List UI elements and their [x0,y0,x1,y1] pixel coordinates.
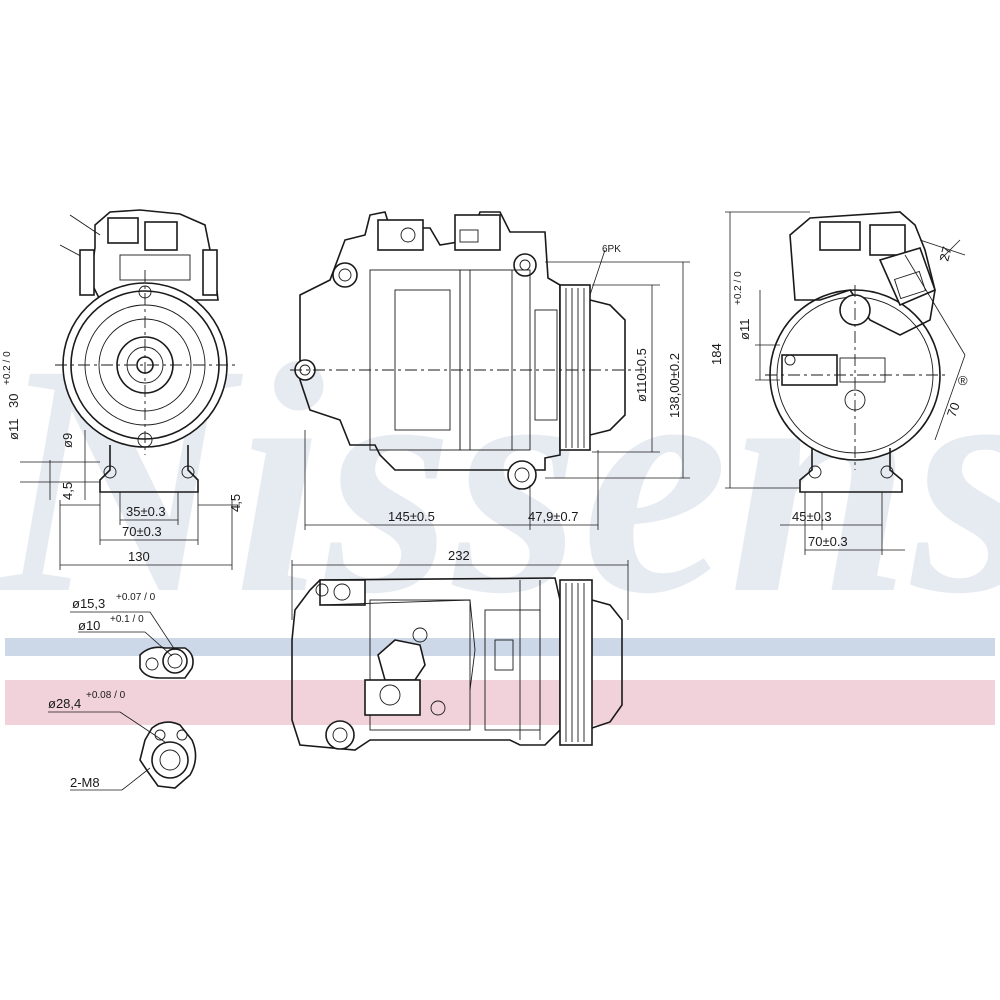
rear-outer-span: 70±0.3 [808,534,848,549]
watermark-red-band [5,680,995,725]
side-view-labels: 6PK ø110±0.5 138,00±0.2 145±0.5 47,9±0.7 [388,244,682,524]
front-view-labels: ø11 +0.2 / 0 30 ø9 4,5 4,5 35±0.3 70±0.3… [2,351,243,564]
rear-angle-b: 70 [944,400,963,419]
port-small-outer-tol: +0.07 / 0 [116,592,156,603]
port-small-outer: ø15,3 [72,596,105,611]
front-overall-width: 130 [128,549,150,564]
port-large-thread: 2-M8 [70,775,100,790]
rear-angle-a: 27 [936,245,954,263]
rear-height: 184 [709,343,724,365]
top-view [291,560,629,751]
rear-inner-span: 45±0.3 [792,509,832,524]
front-shaft-dia: ø11 [6,419,21,440]
side-body-length: 145±0.5 [388,509,435,524]
rear-view-labels: 184 ø11 +0.2 / 0 27 70 45±0.3 70±0.3 [709,245,963,549]
watermark-blue-band [5,638,995,656]
top-view-labels: 232 [448,548,470,563]
front-inner-span: 35±0.3 [126,504,166,519]
rear-hole-dia: ø11 [737,319,752,340]
registered-mark: ® [958,373,968,388]
rear-hole-tol: +0.2 / 0 [733,271,744,305]
port-large-outer: ø28,4 [48,696,81,711]
side-pulley-dia: ø110±0.5 [634,348,649,402]
top-overall-length: 232 [448,548,470,563]
front-left-offset: 4,5 [60,482,75,500]
port-small-inner: ø10 [78,618,100,633]
port-small-inner-tol: +0.1 / 0 [110,614,144,625]
front-right-offset: 4,5 [228,494,243,512]
side-height: 138,00±0.2 [667,353,682,418]
front-outer-span: 70±0.3 [122,524,162,539]
front-shaft-tol: +0.2 / 0 [2,351,13,385]
port-details-labels: ø15,3 +0.07 / 0 ø10 +0.1 / 0 ø28,4 +0.08… [48,592,156,790]
side-view [290,211,690,530]
side-belt: 6PK [602,244,621,255]
side-pulley-offset: 47,9±0.7 [528,509,579,524]
port-details [48,611,197,791]
port-large-outer-tol: +0.08 / 0 [86,690,126,701]
front-mount-width-small: 30 [6,394,21,408]
front-hole-dia: ø9 [60,433,75,448]
front-view [20,209,240,570]
rear-view [725,211,966,555]
